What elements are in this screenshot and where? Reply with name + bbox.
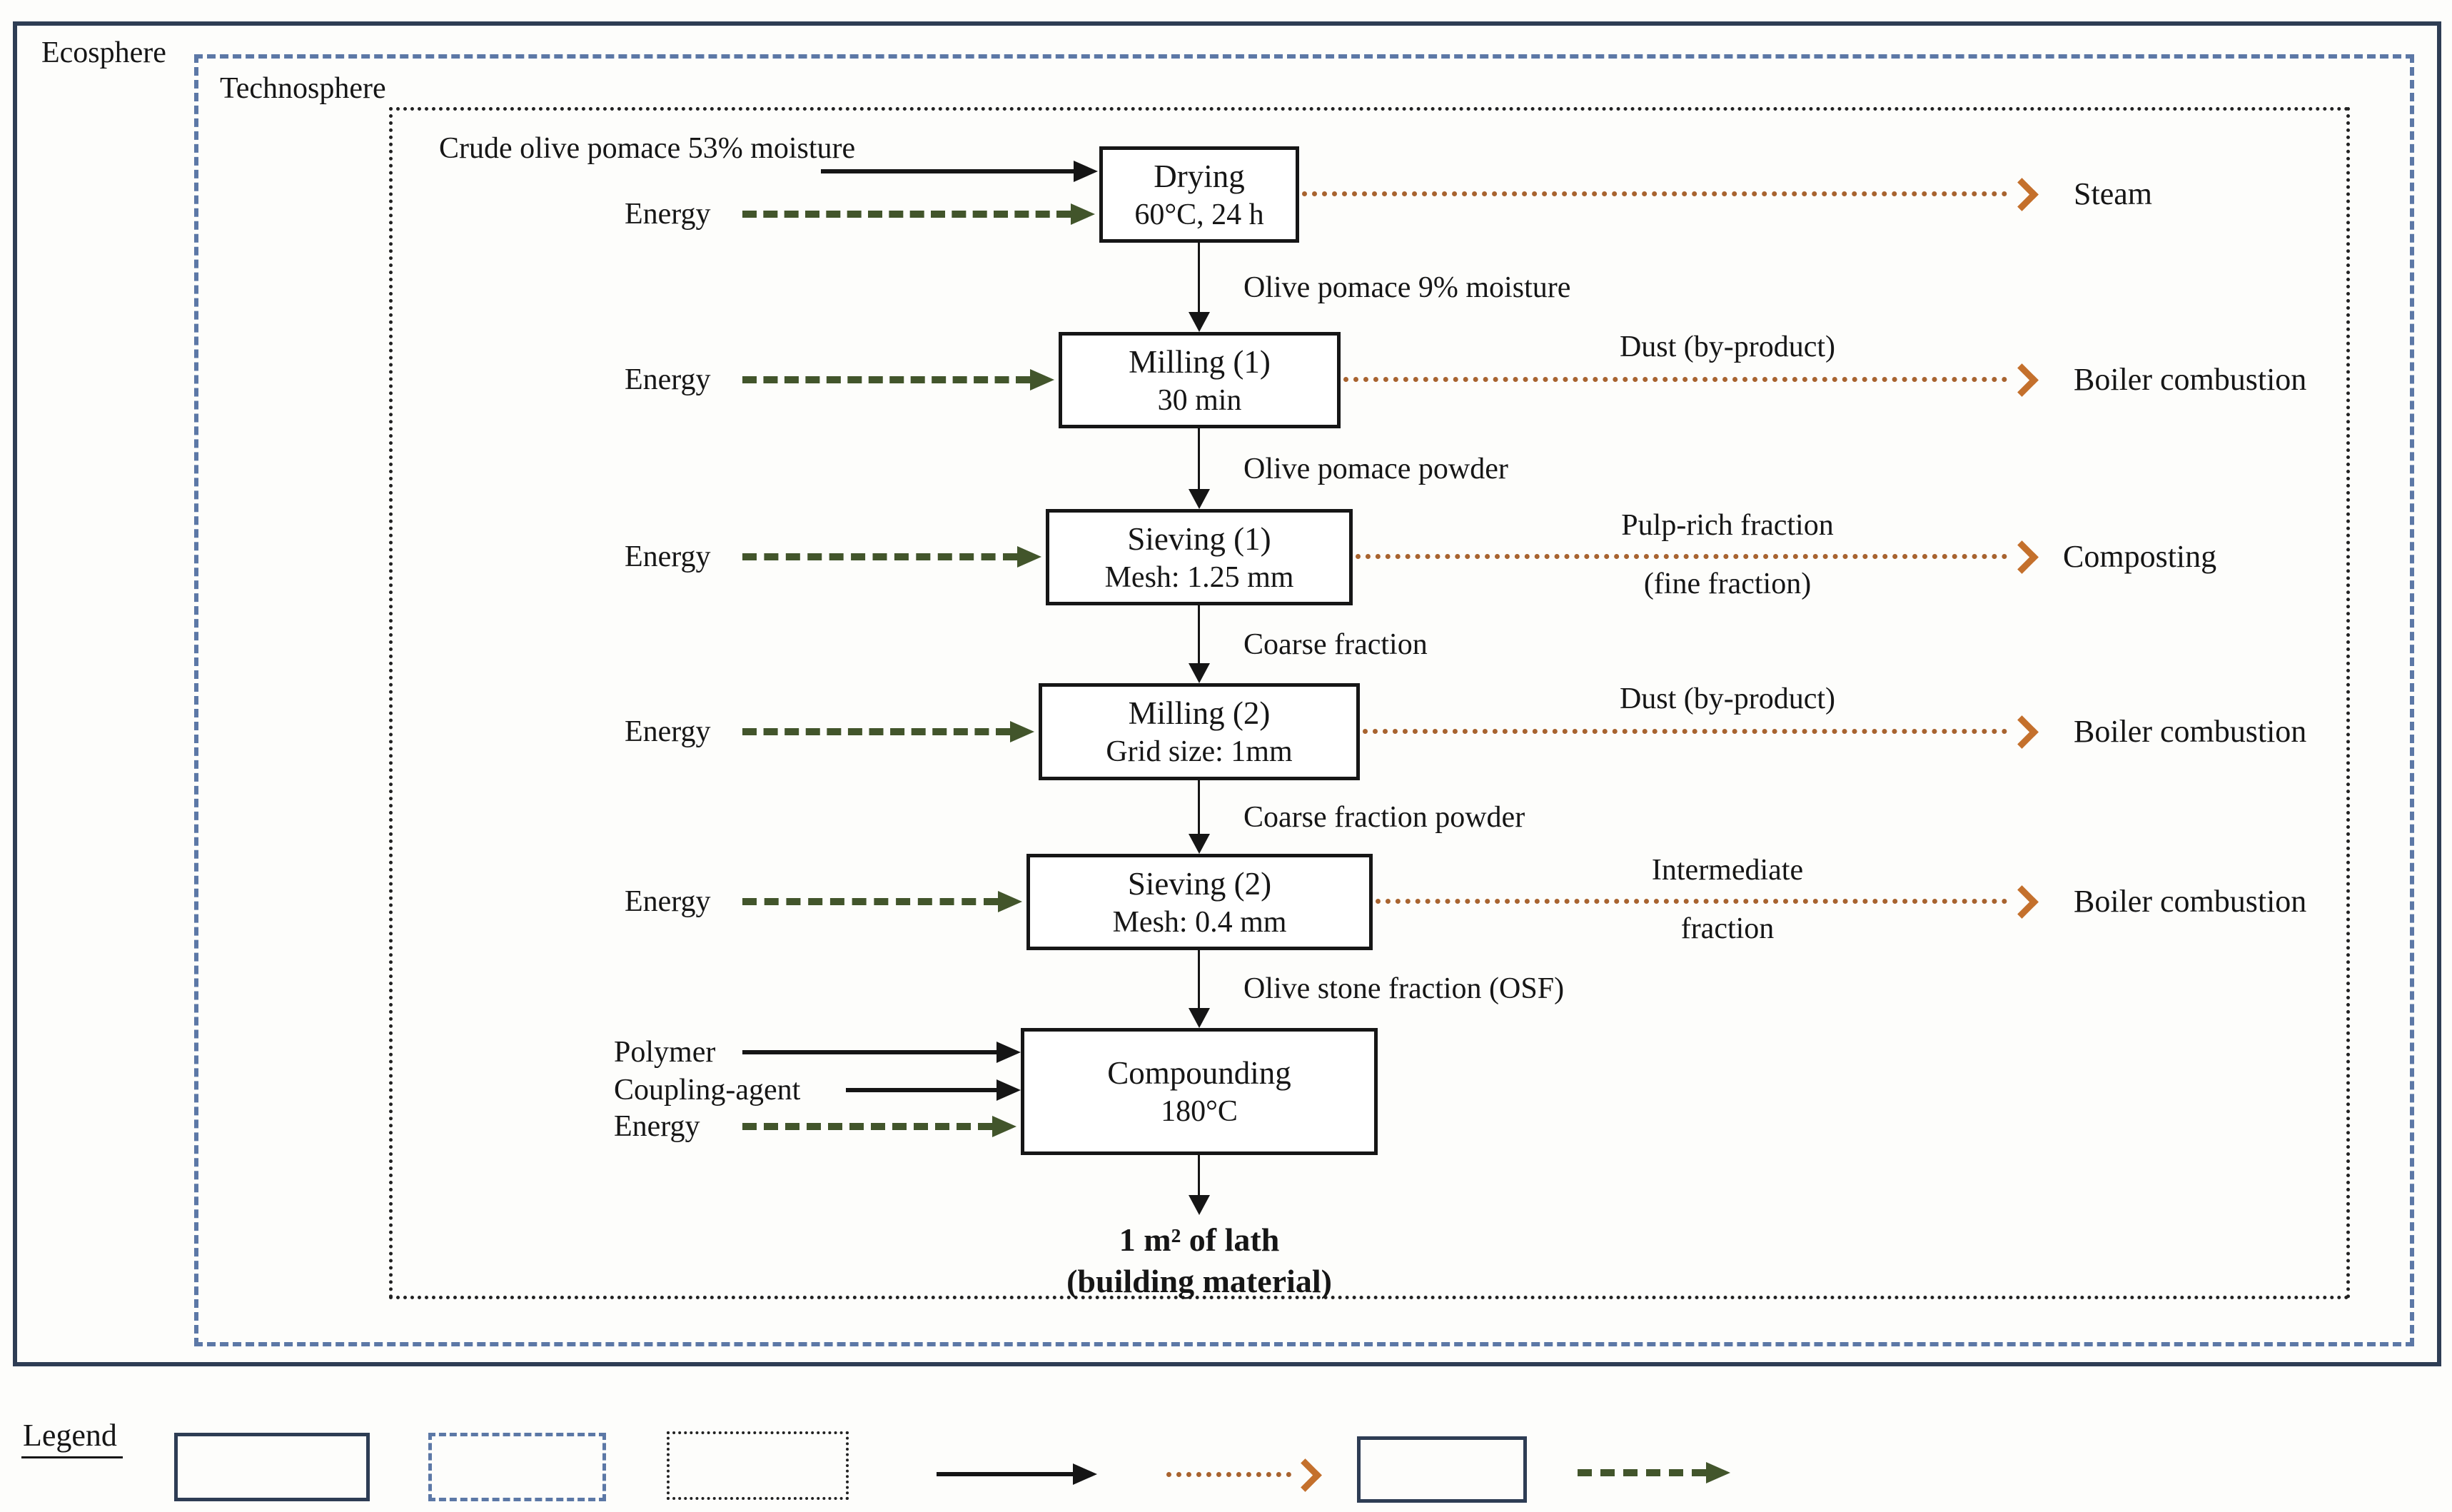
legend-title: Legend	[21, 1417, 123, 1458]
product-line1: 1 m² of lath	[1119, 1221, 1280, 1258]
energy-label-milling-1: Energy	[625, 363, 711, 396]
flow-connector	[1198, 428, 1200, 490]
output-arrow-line-dust-2	[1363, 729, 2007, 734]
energy-arrow-line	[742, 898, 998, 905]
flow-connector	[1198, 605, 1200, 665]
energy-label-sieving-2: Energy	[625, 885, 711, 918]
energy-label-compounding: Energy	[614, 1110, 700, 1143]
output-mid-label-line2: (fine fraction)	[1643, 568, 1812, 600]
output-mid-label: Dust (by-product)	[1619, 331, 1836, 363]
energy-label-drying: Energy	[625, 198, 711, 231]
coupling-agent-label: Coupling-agent	[614, 1074, 801, 1107]
legend-process-box	[1357, 1436, 1527, 1503]
process-box-drying: Drying 60°C, 24 h	[1099, 146, 1299, 243]
energy-arrow-line	[742, 728, 1010, 735]
process-subtitle: 180°C	[1161, 1095, 1238, 1128]
process-title: Compounding	[1107, 1055, 1291, 1091]
process-subtitle: 60°C, 24 h	[1134, 198, 1264, 231]
process-subtitle: Mesh: 1.25 mm	[1104, 560, 1294, 594]
technosphere-boundary-box	[194, 54, 2414, 1346]
process-title: Drying	[1154, 158, 1245, 194]
product-connector-head	[1189, 1195, 1210, 1215]
process-title: Milling (1)	[1129, 343, 1271, 380]
flow-connector	[1198, 243, 1200, 313]
legend-solid-boundary-box	[174, 1433, 370, 1501]
legend-dotted-boundary-box	[667, 1431, 849, 1500]
process-box-sieving-2: Sieving (2) Mesh: 0.4 mm	[1026, 854, 1373, 950]
process-title: Milling (2)	[1128, 695, 1271, 731]
flow-connector	[1198, 950, 1200, 1009]
crude-input-label: Crude olive pomace 53% moisture	[439, 132, 856, 165]
process-box-sieving-1: Sieving (1) Mesh: 1.25 mm	[1046, 509, 1353, 605]
flow-connector-head	[1189, 663, 1210, 683]
crude-input-arrow-head	[1074, 161, 1098, 182]
energy-arrow-head	[1030, 369, 1054, 390]
flow-connector-head	[1189, 834, 1210, 854]
legend-dashed-boundary-box	[428, 1433, 606, 1501]
process-subtitle: 30 min	[1157, 383, 1242, 417]
output-mid-label: Dust (by-product)	[1619, 682, 1836, 715]
flow-label: Olive pomace 9% moisture	[1243, 271, 1571, 304]
flow-connector-head	[1189, 489, 1210, 509]
energy-arrow-head	[998, 891, 1022, 912]
output-dest-label: Boiler combustion	[2074, 362, 2307, 397]
energy-arrow-line	[742, 211, 1071, 218]
product-connector	[1198, 1155, 1200, 1196]
crude-input-arrow-line	[821, 169, 1075, 173]
output-arrow-line-pulp	[1356, 554, 2007, 559]
output-dest-label: Boiler combustion	[2074, 714, 2307, 749]
coupling-agent-arrow-head	[997, 1079, 1021, 1101]
flow-connector-head	[1189, 312, 1210, 332]
flow-label: Coarse fraction powder	[1243, 801, 1525, 834]
polymer-arrow-head	[997, 1042, 1021, 1063]
product-line2: (building material)	[1066, 1263, 1332, 1299]
flow-label: Olive pomace powder	[1243, 453, 1508, 485]
legend-solid-arrow-head	[1073, 1463, 1097, 1485]
output-dest-label: Boiler combustion	[2074, 884, 2307, 919]
output-arrow-line-dust-1	[1343, 377, 2007, 382]
energy-arrow-head	[992, 1116, 1016, 1137]
legend-dashed-arrow-line	[1578, 1469, 1706, 1476]
energy-arrow-head	[1071, 203, 1095, 225]
output-arrow-line-intermediate	[1376, 899, 2007, 904]
process-title: Sieving (1)	[1127, 520, 1271, 557]
polymer-label: Polymer	[614, 1036, 716, 1069]
process-box-milling-1: Milling (1) 30 min	[1059, 332, 1341, 428]
process-subtitle: Mesh: 0.4 mm	[1112, 905, 1287, 939]
technosphere-label: Technosphere	[220, 72, 386, 105]
process-subtitle: Grid size: 1mm	[1106, 735, 1293, 768]
energy-arrow-line	[742, 553, 1017, 560]
output-dest-label: Steam	[2074, 176, 2152, 211]
energy-arrow-head	[1010, 721, 1034, 742]
legend-dotted-arrow-line	[1166, 1472, 1291, 1477]
output-mid-label-line1: Pulp-rich fraction	[1621, 509, 1834, 542]
energy-label-milling-2: Energy	[625, 715, 711, 748]
process-title: Sieving (2)	[1127, 865, 1272, 902]
ecosphere-label: Ecosphere	[41, 36, 166, 69]
process-box-milling-2: Milling (2) Grid size: 1mm	[1039, 683, 1360, 780]
energy-arrow-line	[742, 1123, 992, 1130]
output-mid-label-line1: Intermediate	[1651, 854, 1804, 887]
output-dest-label: Composting	[2063, 539, 2217, 574]
process-boundary-box	[389, 107, 2350, 1299]
process-box-compounding: Compounding 180°C	[1021, 1028, 1378, 1155]
flow-connector	[1198, 780, 1200, 835]
coupling-agent-arrow-line	[846, 1088, 998, 1092]
flow-label: Olive stone fraction (OSF)	[1243, 972, 1565, 1005]
flow-connector-head	[1189, 1008, 1210, 1028]
ecosphere-boundary-box	[13, 21, 2441, 1366]
legend-dotted-arrow-head	[1288, 1458, 1322, 1492]
polymer-arrow-line	[742, 1050, 998, 1054]
energy-arrow-head	[1017, 546, 1041, 568]
legend-dashed-arrow-head	[1706, 1462, 1730, 1483]
legend-solid-arrow-line	[937, 1472, 1074, 1476]
energy-arrow-line	[742, 376, 1030, 383]
output-mid-label-line2: fraction	[1680, 912, 1775, 945]
output-arrow-line-steam	[1302, 191, 2007, 196]
flow-label: Coarse fraction	[1243, 628, 1428, 661]
energy-label-sieving-1: Energy	[625, 540, 711, 573]
